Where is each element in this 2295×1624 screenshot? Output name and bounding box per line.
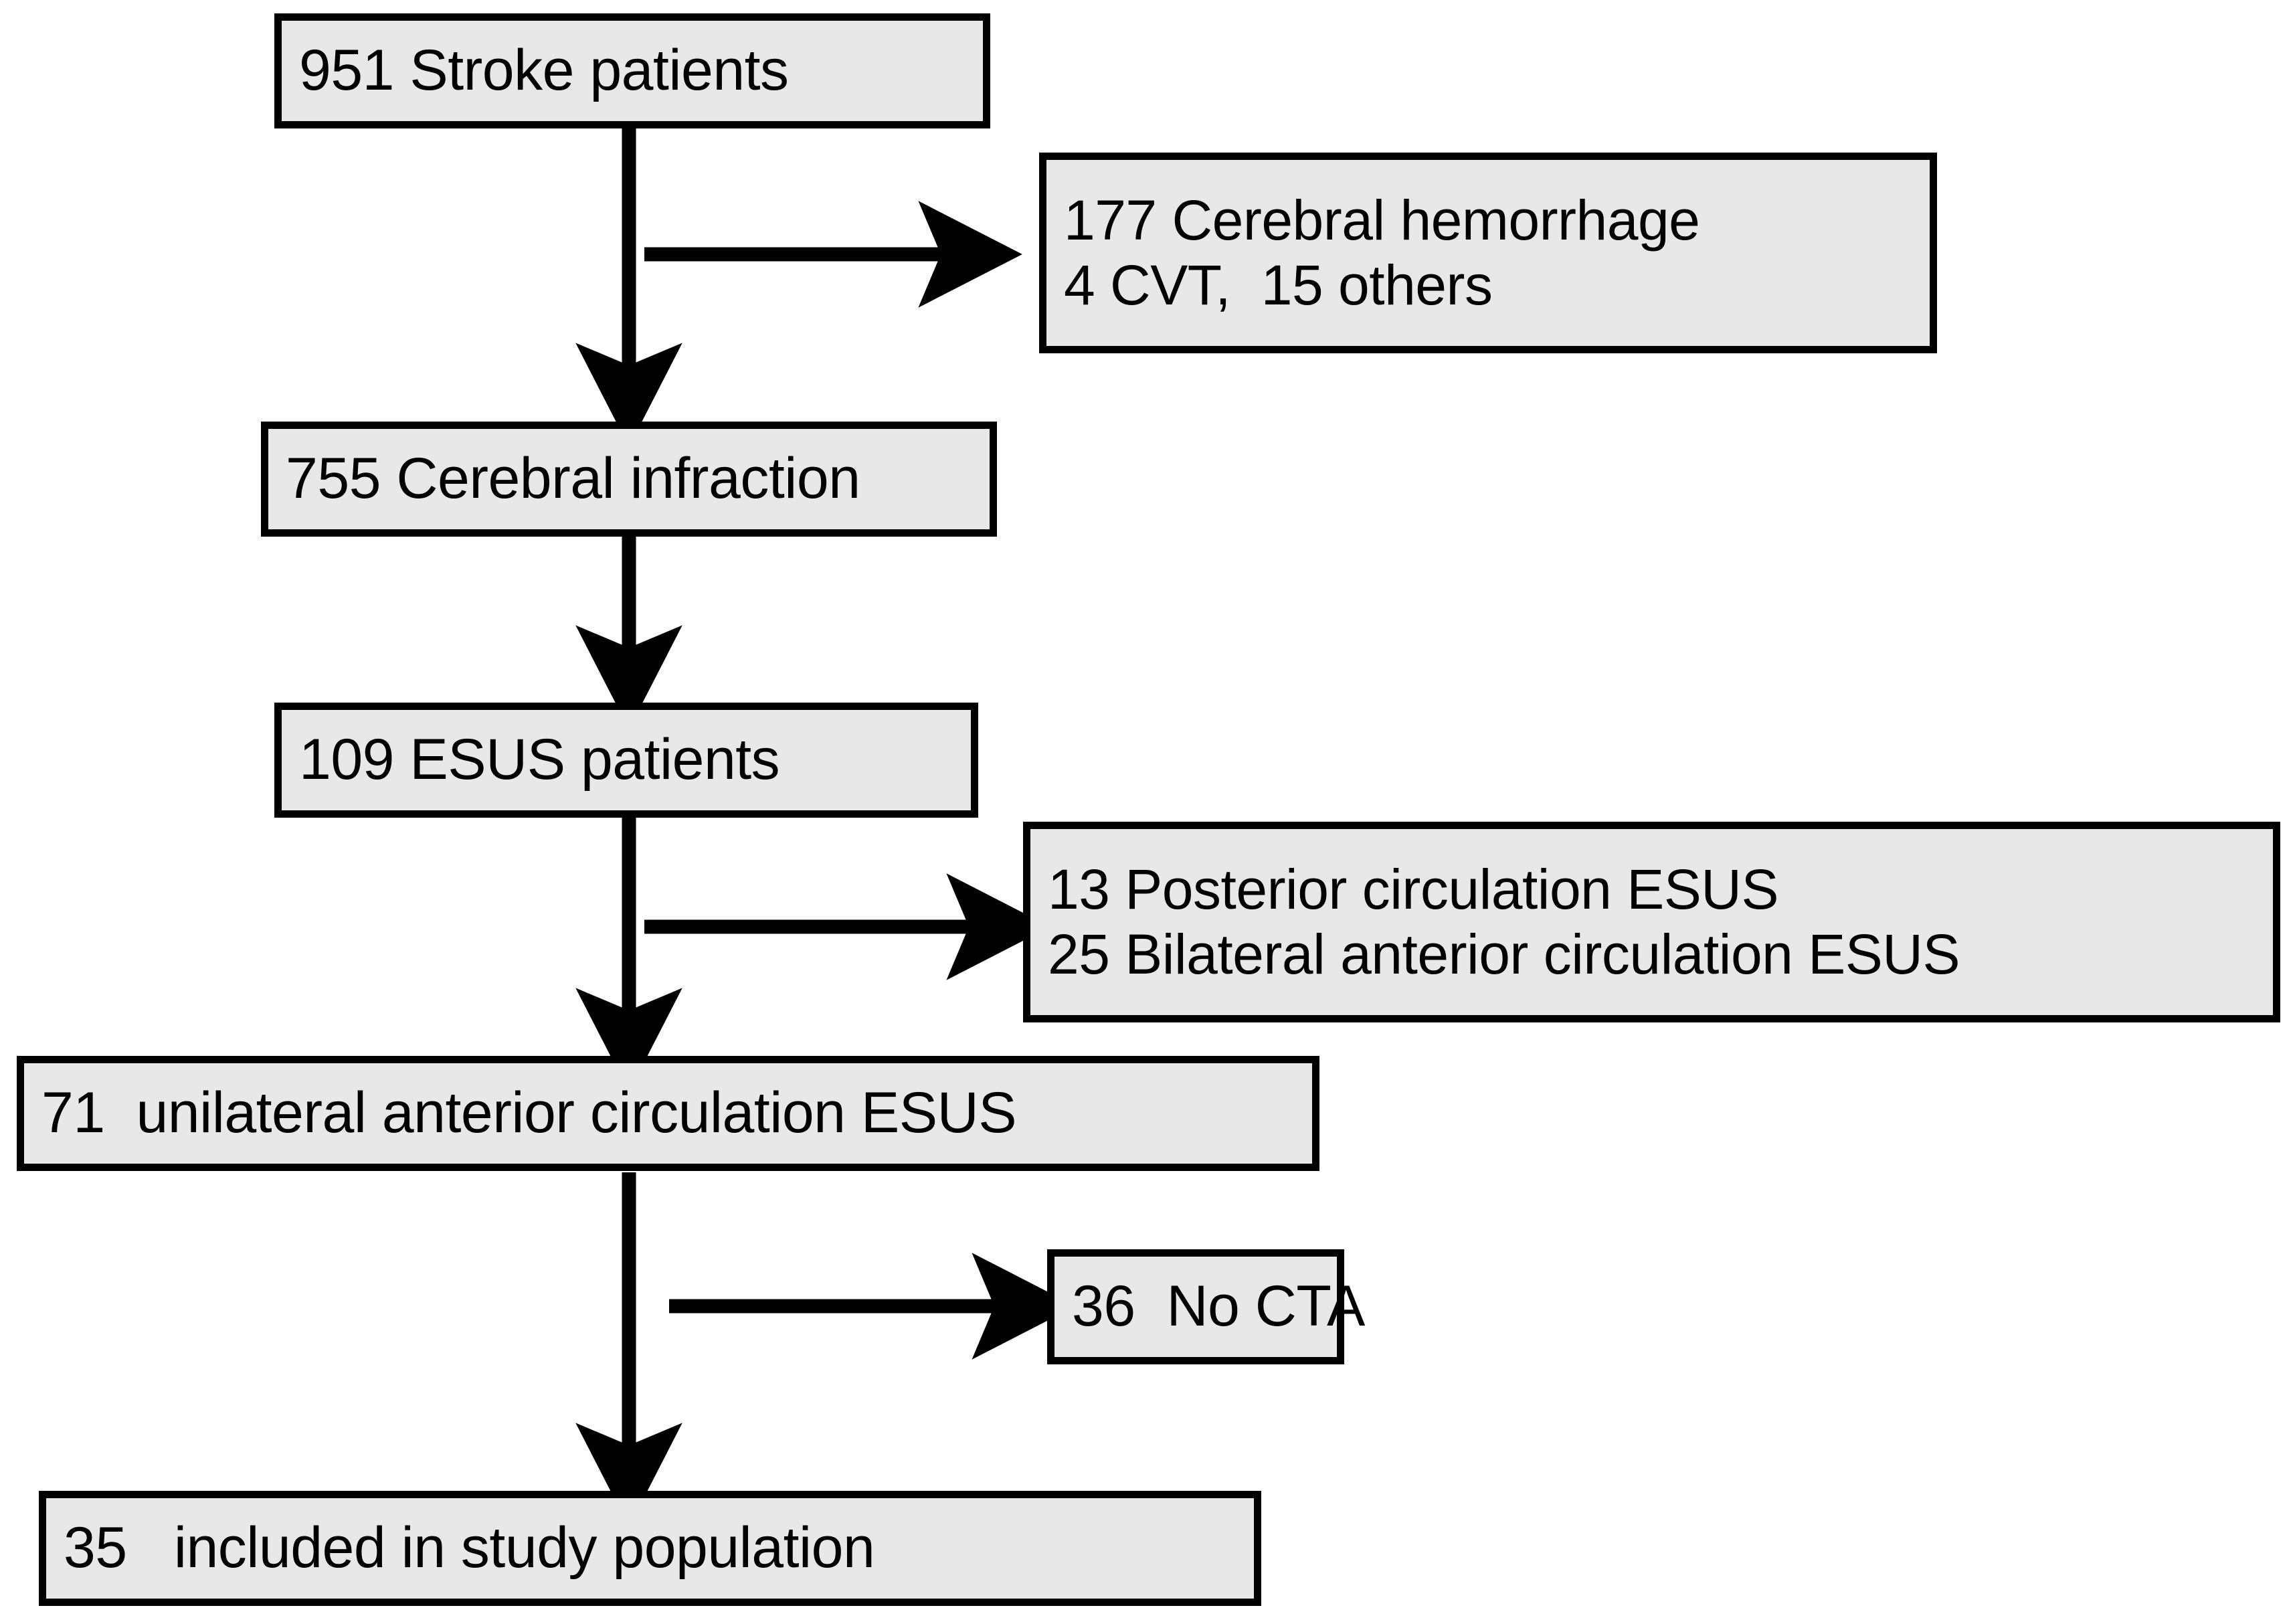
node-stroke-patients[interactable]: 951 Stroke patients (274, 13, 990, 128)
node-unilateral-anterior-esus-line-1: 71 unilateral anterior circulation ESUS (41, 1081, 1017, 1146)
node-excluded-hemorrhage[interactable]: 177 Cerebral hemorrhage 4 CVT, 15 others (1039, 153, 1937, 353)
node-esus-patients-line-1: 109 ESUS patients (299, 727, 780, 792)
node-excluded-no-cta[interactable]: 36 No CTA (1047, 1249, 1365, 1364)
node-study-population-line-1: 35 included in study population (64, 1516, 875, 1581)
node-excluded-circulation-line-2: 25 Bilateral anterior circulation ESUS (1048, 923, 1960, 986)
node-stroke-patients-line-1: 951 Stroke patients (299, 38, 789, 103)
node-study-population[interactable]: 35 included in study population (39, 1491, 1261, 1606)
node-excluded-hemorrhage-line-1: 177 Cerebral hemorrhage (1064, 188, 1700, 252)
node-cerebral-infraction[interactable]: 755 Cerebral infraction (261, 422, 997, 537)
node-excluded-circulation[interactable]: 13 Posterior circulation ESUS 25 Bilater… (1023, 822, 2280, 1022)
node-excluded-circulation-line-1: 13 Posterior circulation ESUS (1048, 857, 1778, 921)
node-cerebral-infraction-line-1: 755 Cerebral infraction (286, 446, 860, 511)
node-excluded-no-cta-line-1: 36 No CTA (1072, 1274, 1365, 1339)
node-excluded-hemorrhage-line-2: 4 CVT, 15 others (1064, 254, 1493, 317)
node-esus-patients[interactable]: 109 ESUS patients (274, 703, 978, 818)
node-unilateral-anterior-esus[interactable]: 71 unilateral anterior circulation ESUS (17, 1056, 1319, 1171)
